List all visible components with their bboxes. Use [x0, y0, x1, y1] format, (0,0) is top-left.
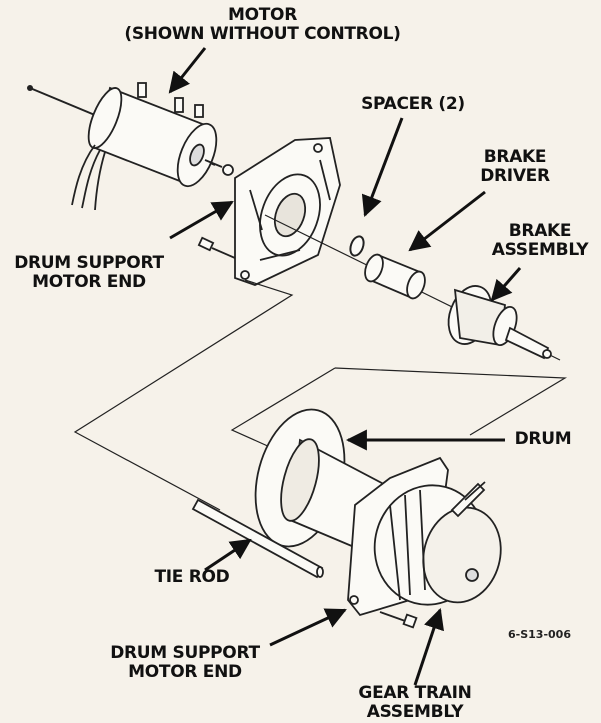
- drum-support-upper-part: [234, 137, 341, 286]
- label-motor-line1: MOTOR: [227, 5, 297, 25]
- leader-arrows: [168, 47, 522, 686]
- label-drum-support-upper-line1: DRUM SUPPORT: [14, 253, 164, 273]
- brake-driver-part: [364, 253, 426, 300]
- gear-bolt: [379, 611, 418, 629]
- motor-part: [71, 82, 234, 211]
- brake-assembly-part: [447, 285, 552, 360]
- label-tie-rod: TIE ROD: [142, 568, 242, 587]
- label-tie-rod-text: TIE ROD: [154, 567, 230, 587]
- label-brake-driver-line2: DRIVER: [480, 166, 550, 186]
- label-drum-support-upper: DRUM SUPPORT MOTOR END: [4, 254, 174, 292]
- label-brake-driver-line1: BRAKE: [483, 147, 547, 167]
- label-gear-train: GEAR TRAIN ASSEMBLY: [340, 684, 490, 722]
- label-drum: DRUM: [508, 430, 578, 449]
- figure-code: 6-S13-006: [508, 628, 571, 641]
- label-drum-support-lower-line2: MOTOR END: [128, 662, 242, 682]
- label-gear-train-line1: GEAR TRAIN: [358, 683, 472, 703]
- spacer-part: [349, 235, 365, 257]
- label-drum-text: DRUM: [514, 429, 572, 449]
- tie-rod-part: [191, 498, 324, 579]
- gear-train-assembly-part: [347, 456, 502, 617]
- label-drum-support-lower-line1: DRUM SUPPORT: [110, 643, 260, 663]
- label-drum-support-lower: DRUM SUPPORT MOTOR END: [90, 644, 280, 682]
- label-gear-train-line2: ASSEMBLY: [366, 702, 464, 722]
- label-motor-line2: (SHOWN WITHOUT CONTROL): [124, 24, 401, 44]
- label-brake-assembly-line2: ASSEMBLY: [491, 240, 589, 260]
- label-spacer-text: SPACER (2): [361, 94, 465, 114]
- label-brake-driver: BRAKE DRIVER: [470, 148, 560, 186]
- label-motor: MOTOR (SHOWN WITHOUT CONTROL): [100, 6, 425, 44]
- label-drum-support-upper-line2: MOTOR END: [32, 272, 146, 292]
- support-bolt: [197, 236, 236, 259]
- label-brake-assembly-line1: BRAKE: [508, 221, 572, 241]
- label-brake-assembly: BRAKE ASSEMBLY: [482, 222, 598, 260]
- label-spacer: SPACER (2): [348, 95, 478, 114]
